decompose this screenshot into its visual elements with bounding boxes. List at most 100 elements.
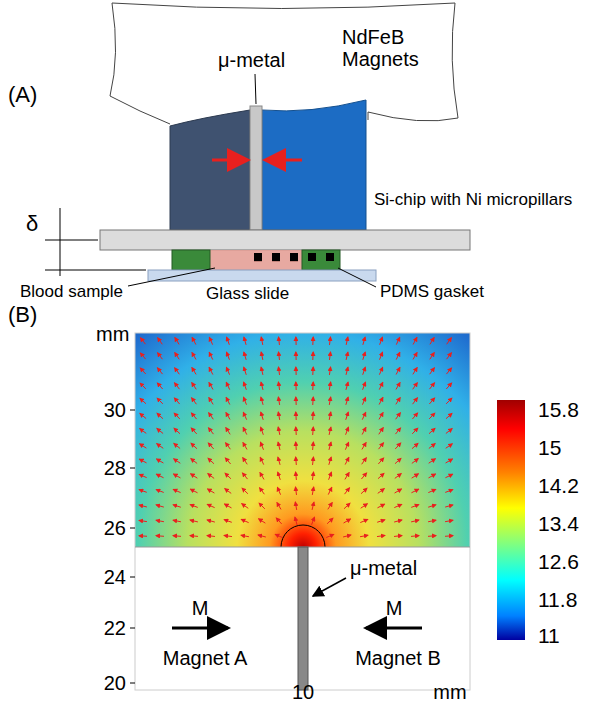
field-vector (430, 338, 434, 345)
field-vector (260, 473, 264, 480)
colorbar-label: 15 (538, 436, 561, 459)
pdms-gasket (172, 250, 210, 270)
axis-tick-label: 20 (104, 672, 126, 694)
colorbar-label: 11.8 (538, 588, 577, 611)
field-vector (173, 505, 181, 507)
field-vector (191, 459, 197, 464)
colorbar-label: 14.2 (538, 474, 579, 497)
vector-label: M (192, 597, 209, 619)
field-vector (379, 397, 383, 404)
field-vector (395, 443, 400, 449)
axis-tick-label: 30 (104, 399, 126, 421)
field-vector (157, 398, 163, 404)
field-vector (225, 489, 231, 494)
field-vector (429, 398, 434, 404)
field-vector (241, 519, 248, 522)
field-vector (413, 337, 417, 344)
field-vector (379, 382, 382, 389)
magnet-holder-outline (110, 3, 458, 124)
field-vector (278, 382, 279, 390)
field-vector (329, 472, 332, 479)
field-vector (140, 353, 145, 359)
field-vector (242, 504, 249, 509)
ni-micropillars (254, 253, 334, 261)
axis-ticks (130, 410, 135, 683)
field-vector (394, 520, 402, 522)
field-vector (446, 459, 453, 463)
field-vector (192, 383, 196, 390)
field-vector (346, 412, 349, 420)
field-vector (446, 398, 452, 404)
axis-tick-label: 24 (104, 566, 126, 588)
field-vector (312, 427, 314, 435)
field-vector (174, 398, 179, 404)
plot-frame (135, 333, 470, 690)
field-vector (378, 489, 384, 494)
field-vector (140, 444, 147, 448)
field-vector (260, 488, 265, 494)
field-vector (295, 502, 296, 510)
field-vector (208, 458, 214, 463)
field-vector (156, 505, 164, 507)
axis-tick-label: 28 (104, 457, 126, 479)
field-vector (277, 487, 280, 494)
field-vector (140, 368, 145, 374)
leader-arrow (313, 578, 346, 596)
field-vector (378, 473, 384, 478)
field-vector (139, 505, 147, 507)
field-vector (225, 473, 231, 478)
field-vector (345, 473, 349, 480)
field-vector (139, 535, 147, 537)
field-vector (362, 412, 365, 419)
field-vector (346, 337, 348, 345)
field-vector (430, 353, 434, 360)
field-vector (312, 442, 314, 450)
field-vector (244, 382, 247, 390)
field-vector (209, 398, 213, 405)
part-label: NdFeB Magnets (342, 26, 450, 70)
field-vector (412, 459, 418, 464)
field-vector (295, 427, 296, 435)
field-vector (243, 458, 247, 465)
field-vector (429, 383, 434, 389)
field-vector (226, 397, 230, 404)
field-vector (209, 383, 213, 390)
field-vector (241, 535, 249, 536)
field-vector (208, 474, 214, 479)
si-chip (100, 230, 470, 250)
field-vector (158, 353, 163, 359)
field-vector (445, 505, 453, 507)
field-vector (243, 427, 247, 434)
field-vector (207, 535, 215, 537)
magnet-right (262, 100, 366, 230)
field-vector (445, 520, 453, 521)
field-vector (157, 413, 163, 418)
field-vector (411, 520, 419, 522)
part-label: μ-metal (350, 557, 417, 579)
field-vector (312, 352, 313, 360)
mu-metal-bar (298, 547, 308, 690)
field-vector (224, 520, 232, 523)
field-vector (362, 443, 366, 450)
field-vector (312, 457, 314, 465)
field-vector (278, 367, 279, 375)
field-vector (139, 474, 146, 477)
field-vector (428, 505, 436, 507)
field-vector (413, 398, 418, 404)
field-vector (395, 458, 401, 463)
field-vector (192, 368, 196, 375)
field-vector (243, 412, 246, 419)
colorbar-label: 13.4 (538, 512, 579, 535)
field-vector (226, 367, 229, 374)
field-vector (361, 488, 367, 493)
field-vector (227, 337, 230, 345)
field-vector (446, 429, 452, 434)
field-vector (295, 412, 296, 420)
field-vector (174, 474, 181, 478)
field-vector (260, 442, 263, 449)
field-vector (379, 428, 383, 435)
field-vector (295, 517, 297, 525)
field-vector (174, 428, 180, 433)
